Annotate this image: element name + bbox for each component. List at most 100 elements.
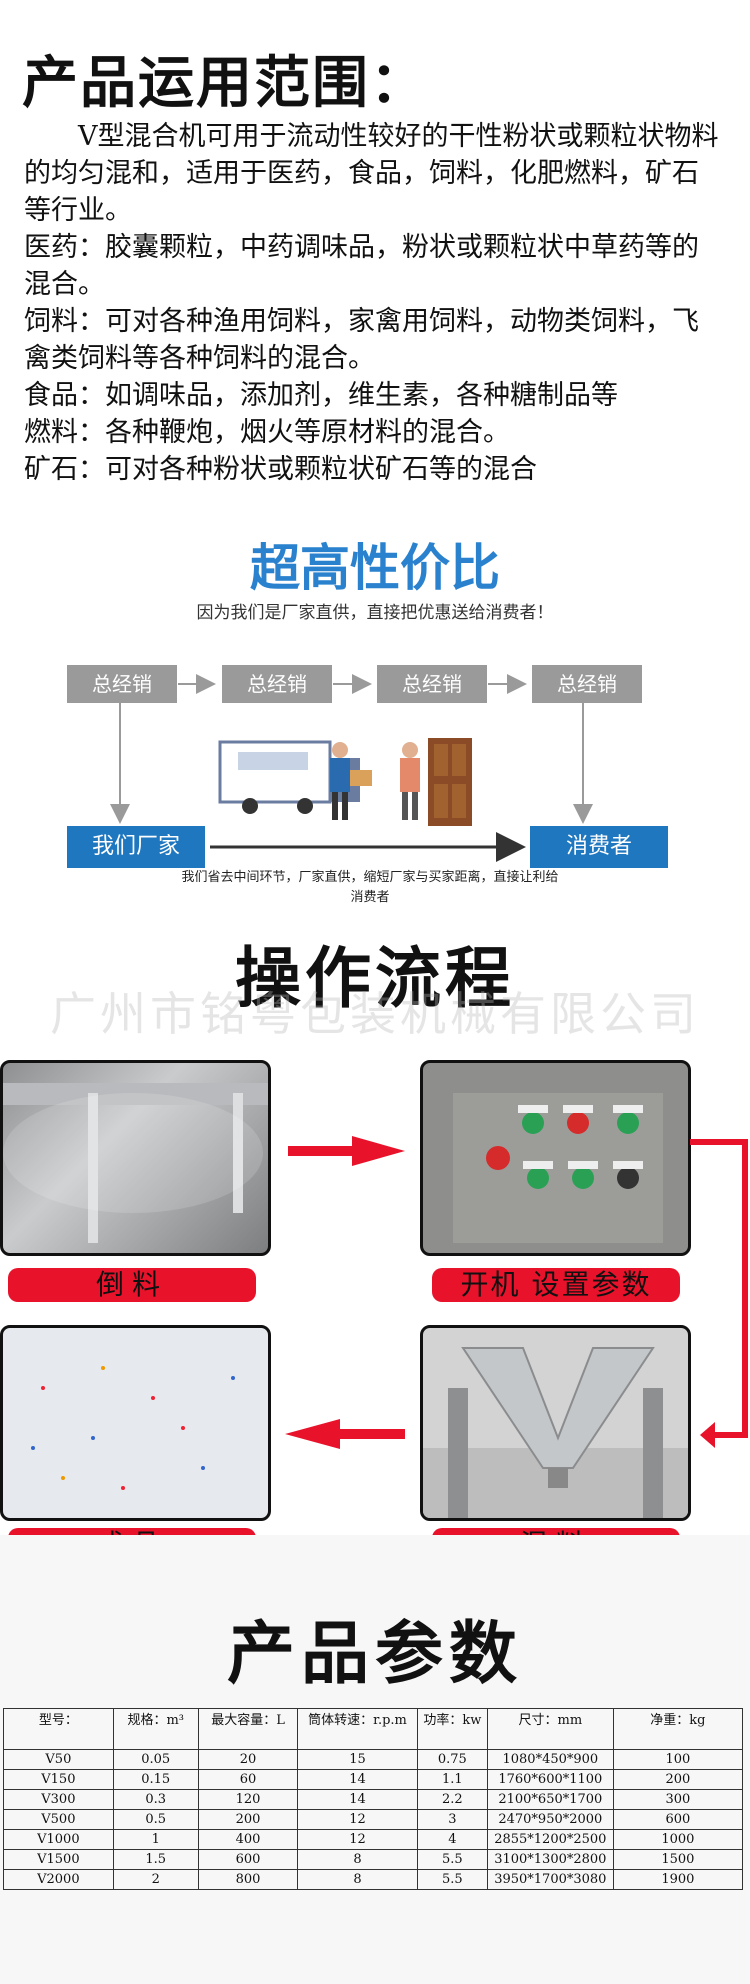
table-cell: 400 (197, 1829, 299, 1850)
finished-product-photo (0, 1325, 271, 1521)
arrow-right-icon (288, 1136, 405, 1166)
range-paragraph: 医药：胶囊颗粒，中药调味品，粉状或颗粒状中草药等的混合。 (24, 232, 699, 300)
range-paragraph: 饲料：可对各种渔用饲料，家禽用饲料，动物类饲料，飞禽类饲料等各种饲料的混合。 (24, 306, 699, 374)
customer-person-icon (400, 742, 420, 820)
header-cell: 规格：m³ (112, 1708, 199, 1750)
header-cell: 净重：kg (612, 1708, 744, 1750)
table-cell: 0.05 (112, 1749, 199, 1770)
table-cell: 3100*1300*2800 (486, 1849, 614, 1870)
table-cell: 100 (612, 1749, 744, 1770)
table-cell: 0.15 (112, 1769, 199, 1790)
header-cell: 型号： (3, 1708, 114, 1750)
table-cell: 1.5 (112, 1849, 199, 1870)
distributor-box: 总经销 (222, 665, 332, 703)
table-cell: 1000 (612, 1829, 744, 1850)
control-panel-photo (420, 1060, 691, 1256)
table-cell: 2470*950*2000 (486, 1809, 614, 1830)
table-cell: 0.3 (112, 1789, 199, 1810)
table-cell: 800 (197, 1869, 299, 1890)
arrow-down-icon (690, 1139, 748, 1448)
params-table: 型号： 规格：m³ 最大容量：L 筒体转速：r.p.m 功率：kw 尺寸：mm … (3, 1708, 744, 1890)
consumer-box: 消费者 (530, 826, 668, 868)
table-cell: 8 (297, 1849, 418, 1870)
table-cell: 3 (416, 1809, 488, 1830)
table-cell: 3950*1700*3080 (486, 1869, 614, 1890)
table-cell: 1 (112, 1829, 199, 1850)
header-cell: 功率：kw (416, 1708, 488, 1750)
header-cell: 尺寸：mm (486, 1708, 614, 1750)
table-cell: 2855*1200*2500 (486, 1829, 614, 1850)
table-cell: 200 (612, 1769, 744, 1790)
table-cell: V50 (3, 1749, 114, 1770)
table-cell: 12 (297, 1829, 418, 1850)
table-cell: 15 (297, 1749, 418, 1770)
flow-arrows (285, 1136, 748, 1449)
table-header-row: 型号： 规格：m³ 最大容量：L 筒体转速：r.p.m 功率：kw 尺寸：mm … (3, 1708, 744, 1750)
direct-supply-note: 我们省去中间环节，厂家直供，缩短厂家与买家距离，直接让利给消费者 (181, 870, 559, 905)
table-cell: 14 (297, 1789, 418, 1810)
distributor-box: 总经销 (532, 665, 642, 703)
range-paragraph: 食品：如调味品，添加剂，维生素，各种糖制品等 (24, 380, 618, 411)
table-cell: 5.5 (416, 1849, 488, 1870)
table-cell: 20 (197, 1749, 299, 1770)
table-cell: 120 (197, 1789, 299, 1810)
table-cell: 8 (297, 1869, 418, 1890)
step-label: 开机 设置参数 (432, 1268, 680, 1302)
header-cell: 最大容量：L (197, 1708, 299, 1750)
table-cell: 1080*450*900 (486, 1749, 614, 1770)
table-cell: 600 (197, 1849, 299, 1870)
v-mixer-photo (420, 1325, 691, 1521)
step-label: 倒料 (8, 1268, 256, 1302)
table-cell: 5.5 (416, 1869, 488, 1890)
table-cell: V500 (3, 1809, 114, 1830)
table-cell: 300 (612, 1789, 744, 1810)
table-cell: 1.1 (416, 1769, 488, 1790)
table-cell: 2100*650*1700 (486, 1789, 614, 1810)
table-cell: 2.2 (416, 1789, 488, 1810)
value-title: 超高性价比 (250, 539, 500, 597)
range-paragraph: 燃料：各种鞭炮，烟火等原材料的混合。 (24, 417, 510, 448)
params-title: 产品参数 (226, 1615, 523, 1694)
range-text: V型混合机可用于流动性较好的干性粉状或颗粒状物料的均匀混和，适用于医药，食品，饲… (24, 118, 724, 488)
factory-box: 我们厂家 (67, 826, 205, 868)
table-cell: V150 (3, 1769, 114, 1790)
range-title: 产品运用范围： (22, 51, 428, 116)
table-cell: V1500 (3, 1849, 114, 1870)
distributor-box: 总经销 (67, 665, 177, 703)
table-cell: V2000 (3, 1869, 114, 1890)
supply-chain-arrows (110, 674, 593, 862)
table-cell: 12 (297, 1809, 418, 1830)
table-cell: 200 (197, 1809, 299, 1830)
table-cell: 1900 (612, 1869, 744, 1890)
table-cell: 1760*600*1100 (486, 1769, 614, 1790)
table-cell: V300 (3, 1789, 114, 1810)
table-cell: 0.5 (112, 1809, 199, 1830)
value-subtitle: 因为我们是厂家直供，直接把优惠送给消费者！ (196, 603, 554, 623)
header-cell: 筒体转速：r.p.m (297, 1708, 418, 1750)
table-cell: 2 (112, 1869, 199, 1890)
door-icon (428, 738, 472, 826)
table-cell: 14 (297, 1769, 418, 1790)
range-paragraph: 矿石：可对各种粉状或颗粒状矿石等的混合 (24, 454, 537, 485)
pouring-photo (0, 1060, 271, 1256)
delivery-person-icon (330, 742, 372, 820)
table-cell: 0.75 (416, 1749, 488, 1770)
table-cell: 4 (416, 1829, 488, 1850)
table-cell: 60 (197, 1769, 299, 1790)
arrow-left-icon (285, 1419, 405, 1449)
range-paragraph: V型混合机可用于流动性较好的干性粉状或颗粒状物料的均匀混和，适用于医药，食品，饲… (24, 121, 719, 226)
company-watermark: 广州市铭粤包装机械有限公司 (50, 987, 700, 1041)
flow-title: 操作流程 (235, 940, 515, 1017)
table-cell: 600 (612, 1809, 744, 1830)
distributor-box: 总经销 (377, 665, 487, 703)
table-cell: 1500 (612, 1849, 744, 1870)
table-cell: V1000 (3, 1829, 114, 1850)
